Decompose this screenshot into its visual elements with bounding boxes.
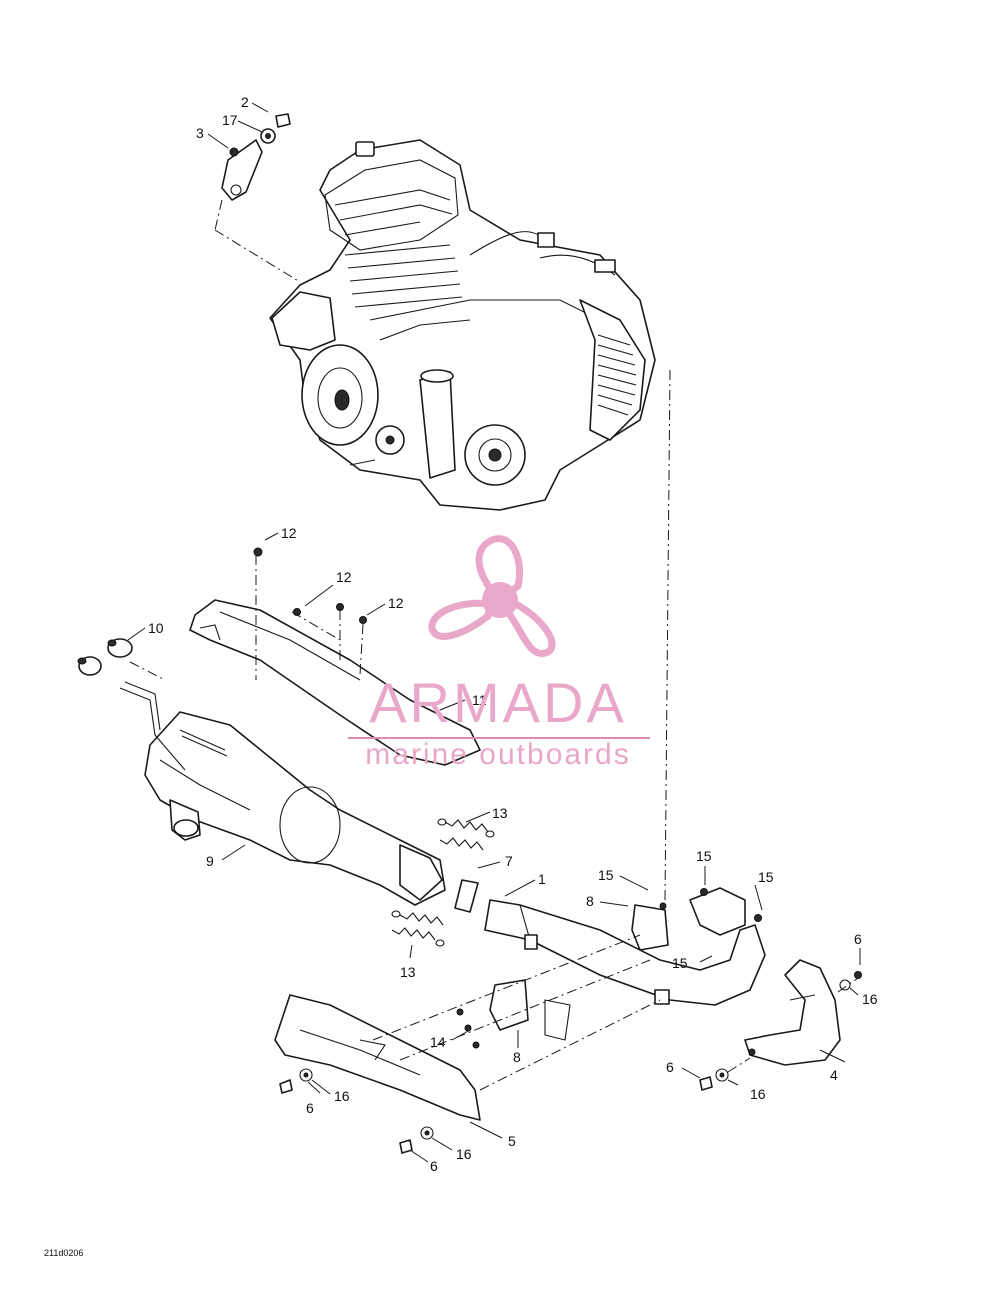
callout-2: 2 xyxy=(241,94,249,110)
callout-7: 7 xyxy=(505,853,513,869)
callout-12-mid: 12 xyxy=(336,569,352,585)
brand-tagline: marine outboards xyxy=(365,738,630,771)
callout-15-right: 15 xyxy=(758,869,774,885)
callout-3: 3 xyxy=(196,125,204,141)
gasket xyxy=(454,879,479,913)
callout-15-bottom: 15 xyxy=(672,955,688,971)
propeller-logo xyxy=(428,535,556,657)
callout-15-top: 15 xyxy=(696,848,712,864)
callout-11: 11 xyxy=(472,692,487,708)
callout-15-left: 15 xyxy=(598,867,614,883)
mounting-bracket xyxy=(221,113,291,201)
callout-16-bottom: 16 xyxy=(456,1146,472,1162)
leader-lines xyxy=(127,102,861,1163)
upper-heat-shield xyxy=(189,547,481,766)
callout-12-top: 12 xyxy=(281,525,297,541)
callout-13-bottom: 13 xyxy=(400,964,416,980)
callout-6-middle: 6 xyxy=(666,1059,674,1075)
callout-9: 9 xyxy=(206,853,214,869)
callout-labels: 2 17 3 12 12 12 10 11 9 13 7 1 8 15 15 1… xyxy=(148,94,878,1174)
callout-17: 17 xyxy=(222,112,238,128)
callout-8-top: 8 xyxy=(586,893,594,909)
lower-heat-shield xyxy=(274,994,481,1121)
callout-14: 14 xyxy=(430,1034,446,1050)
callout-1: 1 xyxy=(538,871,546,887)
callout-6-right: 6 xyxy=(854,931,862,947)
watermark: ARMADA marine outboards xyxy=(348,535,650,771)
exhaust-elbow-shield xyxy=(744,959,862,1066)
callout-6-bottom: 6 xyxy=(430,1158,438,1174)
springs xyxy=(391,818,495,947)
callout-16-right: 16 xyxy=(862,991,878,1007)
callout-10: 10 xyxy=(148,620,164,636)
muffler xyxy=(77,638,446,906)
callout-16-middle: 16 xyxy=(750,1086,766,1102)
callout-6-left: 6 xyxy=(306,1100,314,1116)
bolts-and-washers xyxy=(279,979,851,1154)
support-brackets xyxy=(456,902,669,1049)
engine-assembly xyxy=(269,139,656,511)
exhaust-pipe xyxy=(484,887,766,1006)
callout-4: 4 xyxy=(830,1067,838,1083)
callout-5: 5 xyxy=(508,1133,516,1149)
callout-12-right: 12 xyxy=(388,595,404,611)
callout-8-bottom: 8 xyxy=(513,1049,521,1065)
assembly-lines xyxy=(129,199,859,1091)
brand-name: ARMADA xyxy=(369,671,627,734)
figure-code: 211d0206 xyxy=(44,1248,83,1258)
callout-16-left: 16 xyxy=(334,1088,350,1104)
callout-13-top: 13 xyxy=(492,805,508,821)
